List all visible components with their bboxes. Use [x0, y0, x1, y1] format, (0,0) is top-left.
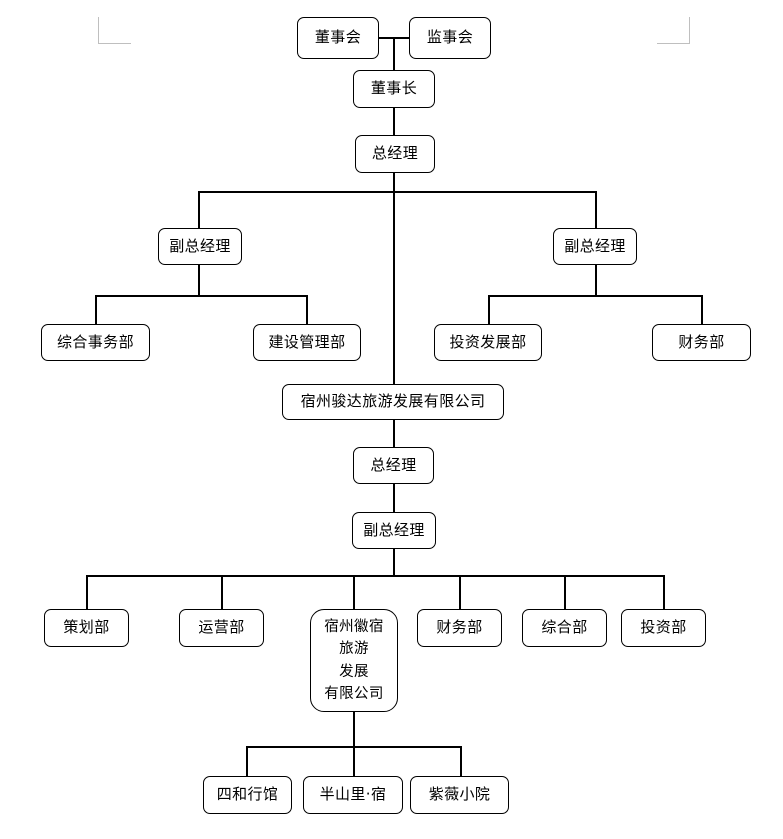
connector-to-finance-bottom — [459, 575, 461, 610]
node-venue-ziwei[interactable]: 紫薇小院 — [410, 776, 509, 814]
connector-to-planning — [86, 575, 88, 610]
node-general-manager-2[interactable]: 总经理 — [353, 447, 434, 484]
connector-to-investment-dev — [488, 295, 490, 325]
node-venue-sihe[interactable]: 四和行馆 — [203, 776, 292, 814]
connector-bus-to-deputy-right — [595, 191, 597, 229]
connector-gm1-trunk-to-subsidiary — [393, 191, 395, 384]
node-deputy-gm-left[interactable]: 副总经理 — [158, 228, 242, 265]
node-board-of-supervisors[interactable]: 监事会 — [409, 17, 491, 59]
connector-bus-to-deputy-left — [198, 191, 200, 229]
connector-deputy-right-down — [595, 263, 597, 296]
connector-deputy-right-bus — [488, 295, 703, 297]
connector-deputy-left-down — [198, 263, 200, 296]
connector-to-finance-top — [701, 295, 703, 325]
connector-to-ziwei — [460, 746, 462, 777]
connector-gm1-bus — [198, 191, 597, 193]
connector-to-general-affairs — [95, 295, 97, 325]
connector-to-investment — [663, 575, 665, 610]
node-dept-finance-top[interactable]: 财务部 — [652, 324, 751, 361]
connector-to-construction-mgmt — [306, 295, 308, 325]
node-chairman[interactable]: 董事长 — [353, 70, 435, 108]
node-dept-general-affairs[interactable]: 综合事务部 — [41, 324, 150, 361]
node-deputy-gm-2[interactable]: 副总经理 — [352, 512, 436, 549]
connector-gm1-down — [393, 170, 395, 192]
connector-deputy2-down — [393, 548, 395, 576]
node-dept-operations[interactable]: 运营部 — [179, 609, 264, 647]
node-dept-investment-dev[interactable]: 投资发展部 — [434, 324, 542, 361]
crop-mark-top-left — [98, 17, 131, 44]
node-deputy-gm-right[interactable]: 副总经理 — [553, 228, 637, 265]
node-subsidiary-huisu[interactable]: 宿州徽宿 旅游 发展 有限公司 — [310, 609, 398, 712]
node-dept-finance-bottom[interactable]: 财务部 — [417, 609, 502, 647]
node-dept-planning[interactable]: 策划部 — [44, 609, 129, 647]
connector-deputy-left-bus — [95, 295, 308, 297]
connector-huisu-down — [353, 711, 355, 747]
connector-to-sihe — [246, 746, 248, 777]
node-dept-construction-mgmt[interactable]: 建设管理部 — [253, 324, 361, 361]
connector-gm2-to-deputy2 — [393, 483, 395, 514]
connector-chairman-to-gm1 — [393, 106, 395, 136]
crop-mark-top-right — [657, 17, 690, 44]
connector-to-comprehensive — [564, 575, 566, 610]
node-subsidiary-jianda[interactable]: 宿州骏达旅游发展有限公司 — [282, 384, 504, 420]
node-general-manager-1[interactable]: 总经理 — [355, 135, 435, 173]
connector-to-huisu — [353, 575, 355, 610]
connector-to-operations — [221, 575, 223, 610]
node-dept-comprehensive[interactable]: 综合部 — [522, 609, 607, 647]
connector-deputy2-bus — [86, 575, 664, 577]
node-venue-banshanli[interactable]: 半山里·宿 — [303, 776, 403, 814]
connector-to-banshanli — [353, 746, 355, 777]
node-board-of-directors[interactable]: 董事会 — [297, 17, 379, 59]
connector-board-to-chairman — [393, 37, 395, 72]
connector-subsidiary-to-gm2 — [393, 419, 395, 449]
node-dept-investment[interactable]: 投资部 — [621, 609, 706, 647]
